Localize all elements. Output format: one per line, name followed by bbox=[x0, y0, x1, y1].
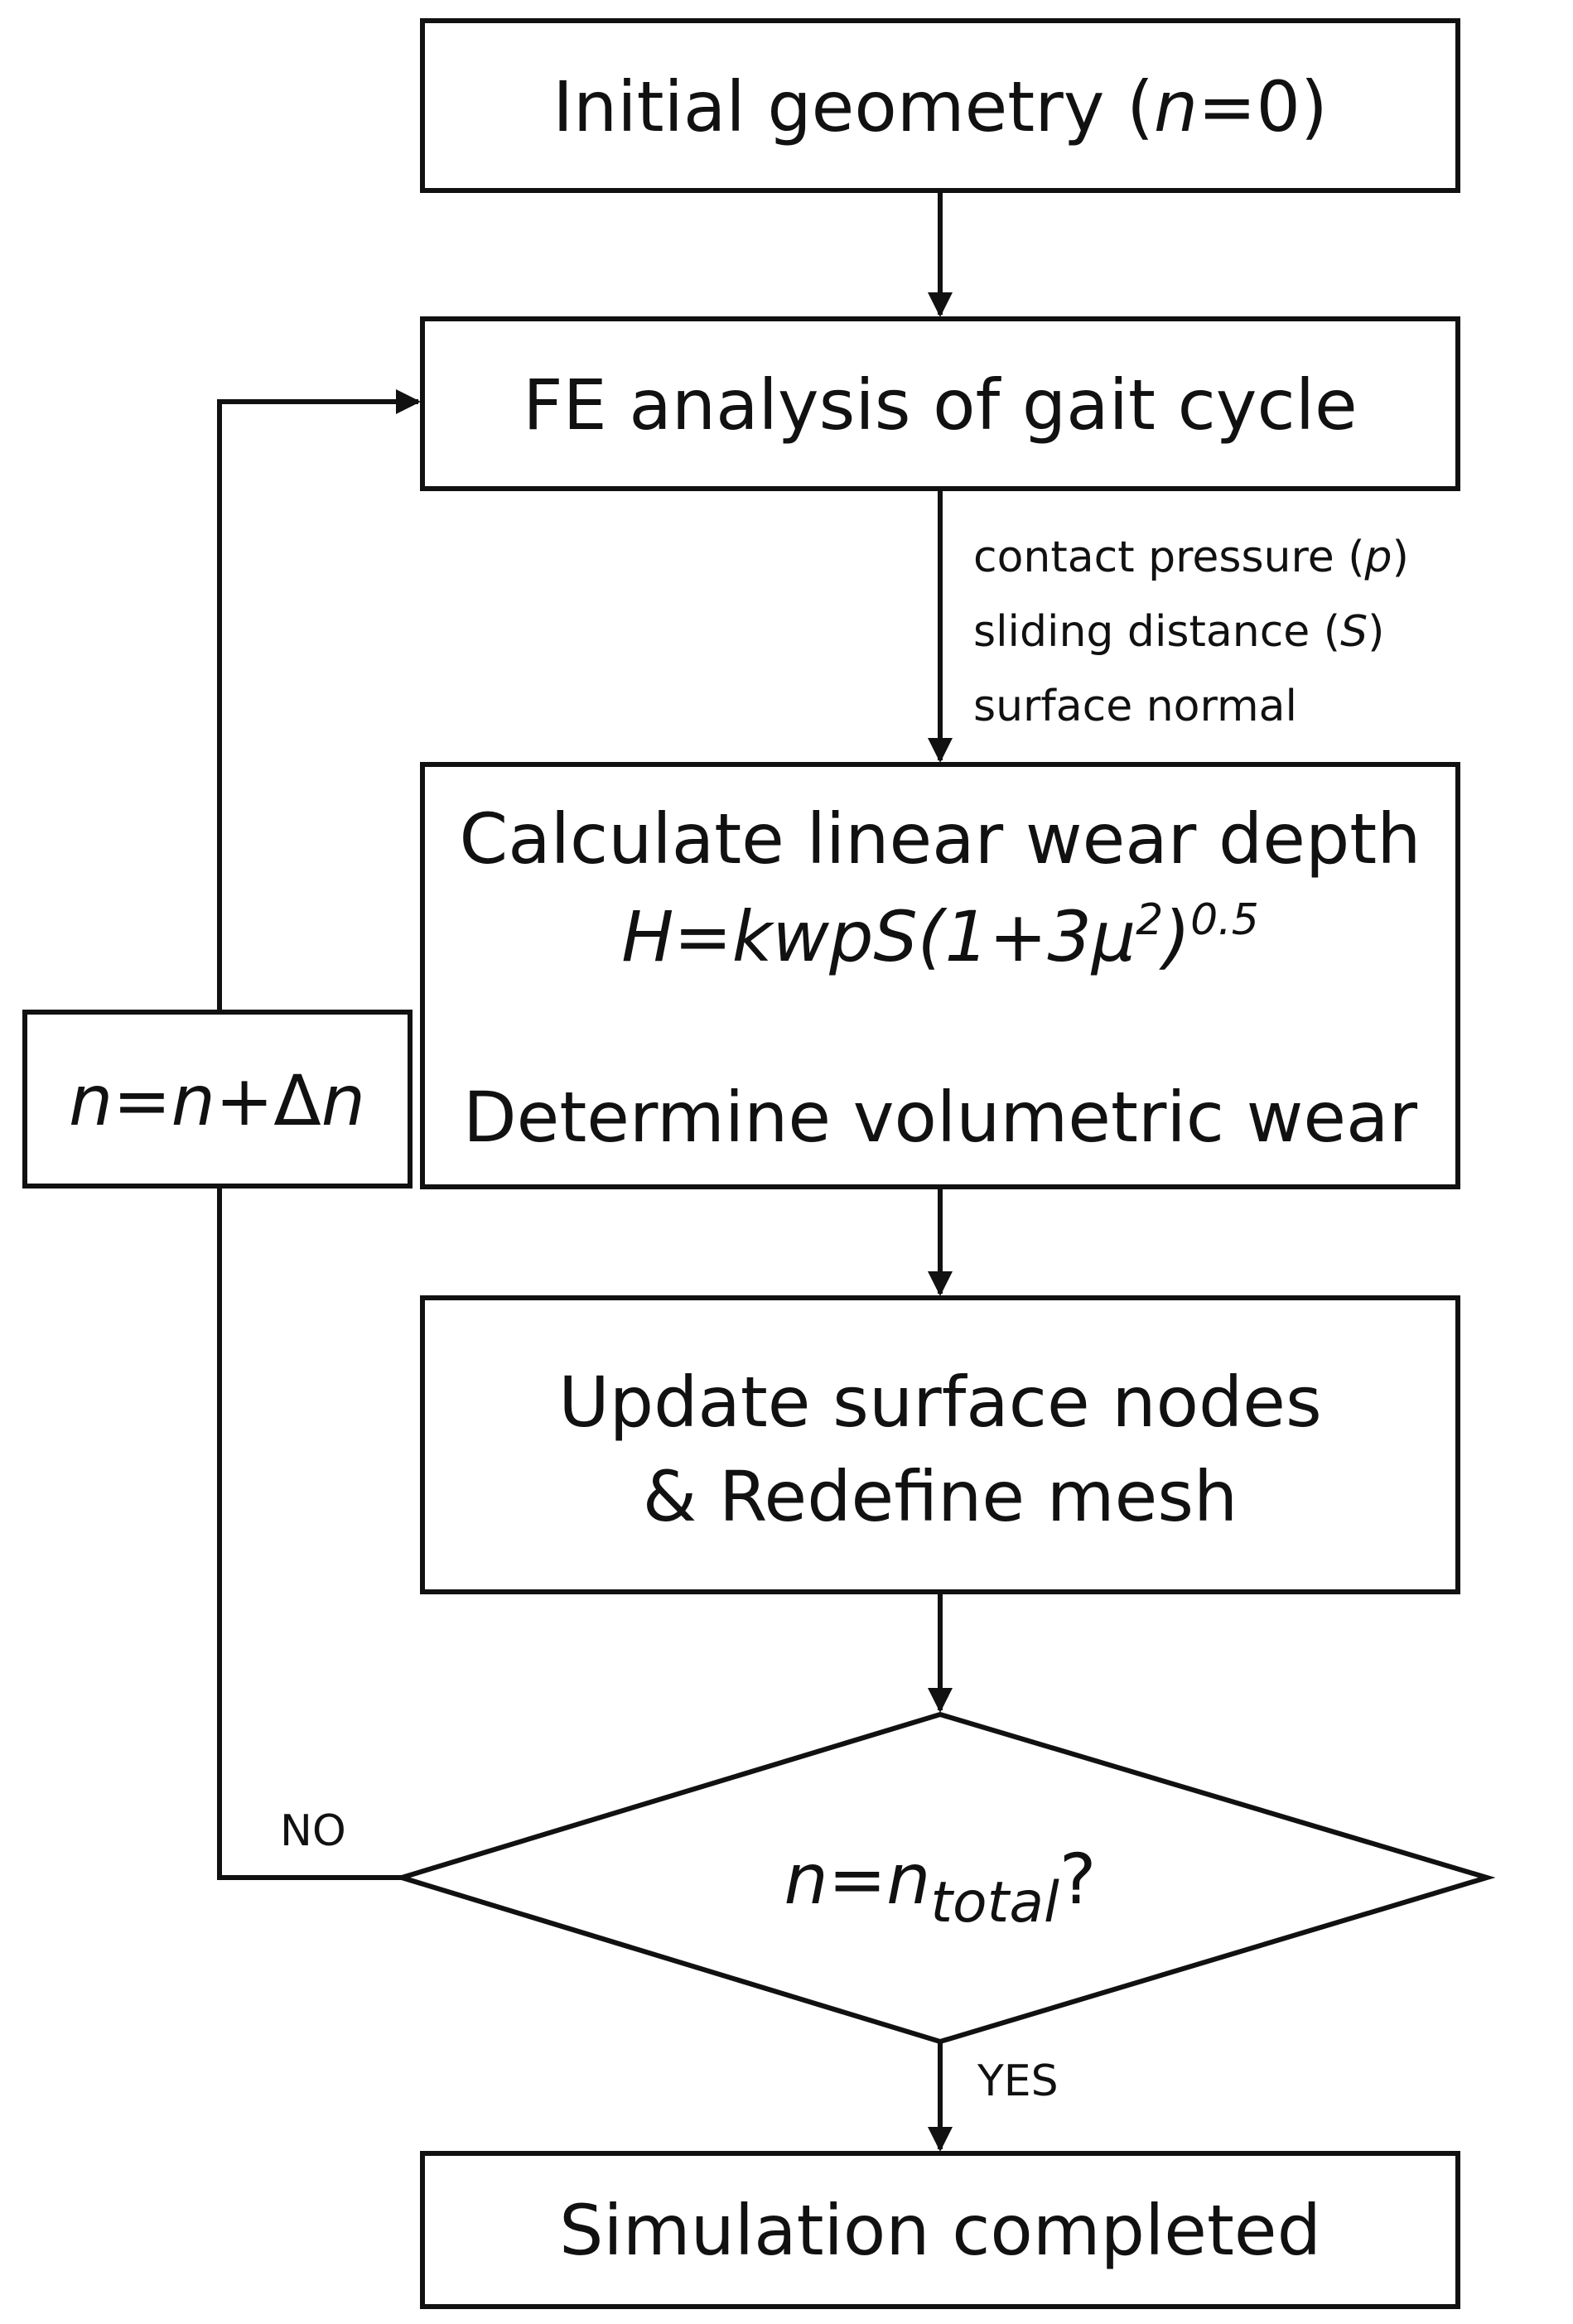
wear-depth-formula: H=kwpS(1+3μ2)0.5 bbox=[621, 895, 1259, 977]
calculate-wear-label: Calculate linear wear depth bbox=[460, 798, 1421, 880]
redefine-mesh-label: & Redefine mesh bbox=[643, 1456, 1238, 1537]
no-label: NO bbox=[280, 1806, 346, 1856]
annotation-surface-normal: surface normal bbox=[973, 682, 1297, 731]
annotation-sliding-distance: sliding distance (S) bbox=[973, 607, 1384, 657]
simulation-completed-box: Simulation completed bbox=[420, 2151, 1460, 2309]
loop-line-decision-to-increment bbox=[217, 1186, 402, 1880]
loop-arrow-increment-to-fe bbox=[217, 389, 421, 1012]
update-surface-label: Update surface nodes bbox=[558, 1362, 1321, 1443]
increment-formula: n=n+Δn bbox=[69, 1060, 365, 1141]
update-mesh-box: Update surface nodes & Redefine mesh bbox=[420, 1295, 1460, 1594]
initial-geometry-box: Initial geometry (n=0) bbox=[420, 18, 1460, 193]
increment-box: n=n+Δn bbox=[22, 1010, 413, 1189]
simulation-completed-label: Simulation completed bbox=[559, 2190, 1321, 2271]
initial-geometry-label: Initial geometry (n=0) bbox=[552, 66, 1328, 147]
volumetric-wear-label: Determine volumetric wear bbox=[463, 1077, 1418, 1158]
decision-diamond: n=ntotal? bbox=[393, 1711, 1496, 2045]
annotation-contact-pressure: contact pressure (p) bbox=[973, 533, 1409, 582]
fe-analysis-label: FE analysis of gait cycle bbox=[523, 364, 1357, 446]
yes-label: YES bbox=[977, 2056, 1059, 2106]
decision-condition: n=ntotal? bbox=[784, 1839, 1097, 1936]
calculate-wear-box: Calculate linear wear depth H=kwpS(1+3μ2… bbox=[420, 762, 1460, 1189]
fe-analysis-box: FE analysis of gait cycle bbox=[420, 316, 1460, 491]
